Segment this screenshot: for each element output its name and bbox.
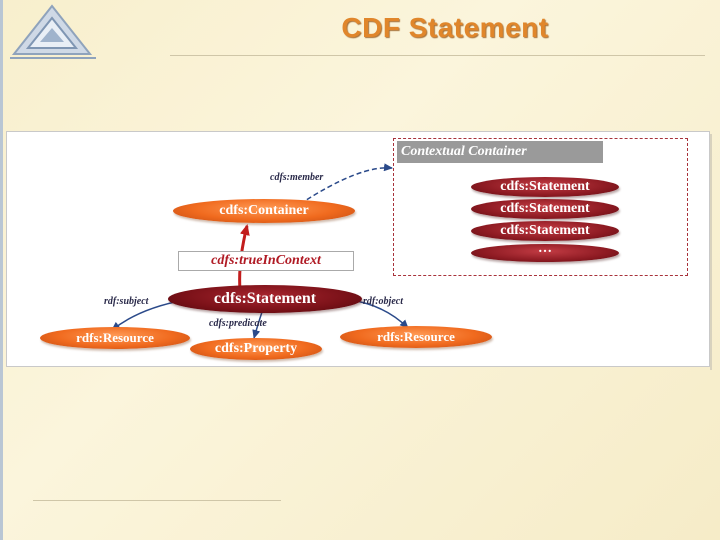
- contextual-container-box: [393, 138, 688, 276]
- slide-title: CDF Statement: [341, 12, 549, 43]
- node-resource-subject: rdfs:Resource: [40, 327, 190, 349]
- node-container: cdfs:Container: [173, 199, 355, 223]
- member-ellipsis: …: [471, 242, 619, 262]
- member-statement-2: cdfs:Statement: [471, 199, 619, 219]
- footer-divider: [33, 500, 281, 501]
- edge-member: [299, 163, 393, 205]
- node-property: cdfs:Property: [190, 338, 322, 360]
- edge-predicate: [252, 311, 263, 339]
- contextual-container-label: Contextual Container: [397, 141, 603, 163]
- panel-shadow: [710, 134, 712, 370]
- triangle-logo-icon: [10, 4, 96, 59]
- node-statement: cdfs:Statement: [168, 285, 362, 313]
- node-true-in-context: cdfs:trueInContext: [178, 251, 354, 271]
- member-statement-1: cdfs:Statement: [471, 177, 619, 197]
- member-statement-3: cdfs:Statement: [471, 221, 619, 241]
- edge-label-object: rdf:object: [363, 296, 403, 307]
- node-resource-object: rdfs:Resource: [340, 326, 492, 348]
- title-divider: [170, 55, 705, 56]
- edge-label-subject: rdf:subject: [104, 296, 149, 307]
- edge-label-predicate: cdfs:predicate: [209, 318, 267, 329]
- slide-frame-edge: [0, 0, 3, 540]
- edge-label-member: cdfs:member: [270, 172, 324, 183]
